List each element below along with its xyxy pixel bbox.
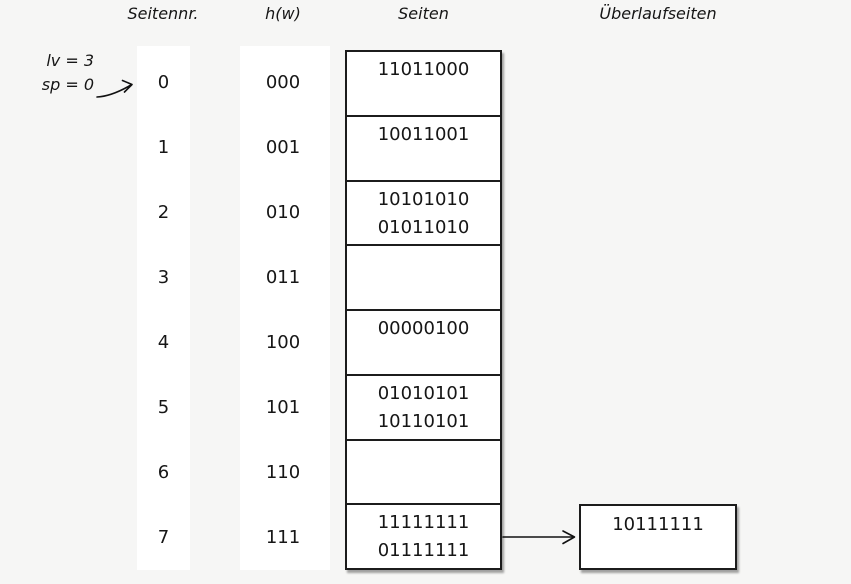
header-seitennr: Seitennr.	[127, 4, 199, 23]
hash-value-label: 101	[265, 397, 301, 418]
page-box: 11011000	[347, 52, 500, 115]
page-box: 11111111 01111111	[347, 503, 500, 568]
page-number-label: 4	[157, 332, 170, 353]
hash-value-label: 001	[265, 137, 301, 158]
page-entry-value: 10011001	[377, 123, 470, 145]
page-box: 00000100	[347, 309, 500, 374]
page-number-label: 3	[157, 267, 170, 288]
header-seiten: Seiten	[398, 4, 449, 23]
page-number-label: 1	[157, 137, 170, 158]
page-number-label: 7	[157, 527, 170, 548]
page-entry-value: 11011000	[377, 59, 470, 80]
hash-value-label: 010	[265, 202, 301, 223]
page-entry-value: 01011010	[377, 216, 470, 238]
lv-sp-annotation: lv = 3 sp = 0	[26, 49, 94, 97]
page-box	[347, 438, 500, 504]
page-entry-value: 01010101	[377, 382, 470, 404]
overflow-arrow-icon	[502, 530, 576, 545]
page-entry-value: 00000100	[377, 318, 470, 339]
page-number-column-band	[137, 46, 190, 570]
page-number-label: 5	[157, 397, 170, 418]
sp-value-label: sp = 0	[41, 75, 94, 94]
hash-value-label: 000	[265, 72, 301, 93]
overflow-box: 10111111	[579, 504, 737, 570]
page-box: 01010101 10110101	[347, 373, 500, 439]
page-box: 10101010 01011010	[347, 179, 500, 245]
page-box	[347, 244, 500, 309]
page-number-label: 2	[157, 202, 170, 223]
hash-value-label: 111	[265, 527, 301, 548]
page-entry-value: 01111111	[377, 540, 470, 562]
page-number-label: 0	[157, 72, 170, 93]
pages-column: 11011000 10011001 10101010 01011010 00000100…	[345, 50, 502, 570]
hash-column-band	[240, 46, 330, 570]
page-entry-value: 10101010	[377, 188, 470, 210]
header-ueberlaufseiten: Überlaufseiten	[599, 4, 717, 23]
page-entry-value: 11111111	[377, 512, 470, 534]
hash-value-label: 100	[265, 332, 301, 353]
overflow-entry-value: 10111111	[612, 514, 704, 535]
lv-value-label: lv = 3	[46, 51, 94, 70]
page-number-label: 6	[157, 462, 170, 483]
hash-value-label: 110	[265, 462, 301, 483]
annotation-arrow-icon	[96, 79, 133, 98]
header-hash-function: h(w)	[265, 4, 301, 23]
hash-value-label: 011	[265, 267, 301, 288]
page-box: 10011001	[347, 114, 500, 180]
page-entry-value: 10110101	[377, 410, 470, 432]
